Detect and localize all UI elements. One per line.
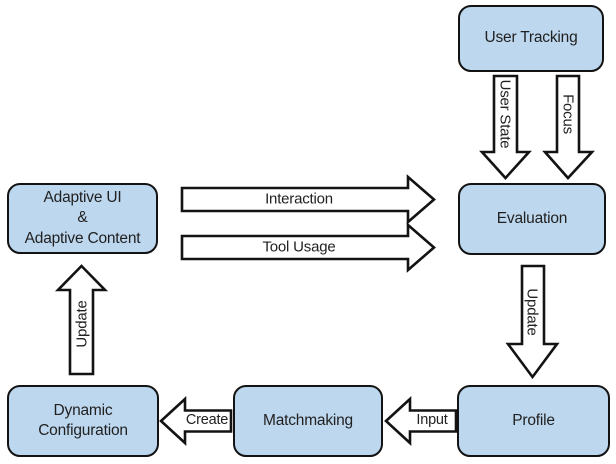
dynamic-configuration-label-line1: Dynamic <box>53 401 113 419</box>
profile-label: Profile <box>512 411 555 429</box>
adaptive-label-line1: Adaptive UI <box>43 188 122 206</box>
interaction-arrow <box>180 174 436 225</box>
profile-box: Profile <box>457 385 610 457</box>
evaluation-label: Evaluation <box>496 209 568 227</box>
adaptive-box: Adaptive UI & Adaptive Content <box>7 183 158 254</box>
update-to-profile-arrow <box>505 264 560 380</box>
input-arrow <box>384 396 458 446</box>
user-tracking-box: User Tracking <box>458 5 604 72</box>
user-state-arrow-label: User State <box>496 79 514 149</box>
tool-usage-arrow <box>180 222 436 273</box>
create-arrow-label: Create <box>185 412 229 428</box>
evaluation-box: Evaluation <box>458 183 606 255</box>
update-to-adaptive-arrow <box>54 264 109 376</box>
focus-arrow <box>542 74 595 180</box>
user-state-arrow <box>479 74 532 180</box>
tool-usage-arrow-label: Tool Usage <box>262 238 336 256</box>
user-tracking-label: User Tracking <box>484 29 578 47</box>
interaction-arrow-label: Interaction <box>265 190 333 208</box>
input-arrow-label: Input <box>416 412 448 428</box>
dynamic-configuration-box: Dynamic Configuration <box>7 385 159 457</box>
adaptive-label-line2: & <box>77 209 88 227</box>
update-to-profile-arrow-label: Update <box>523 288 541 336</box>
focus-arrow-label: Focus <box>559 94 577 134</box>
adaptive-label-line3: Adaptive Content <box>24 229 141 247</box>
matchmaking-label: Matchmaking <box>263 411 353 429</box>
dynamic-configuration-label-line2: Configuration <box>38 422 128 439</box>
matchmaking-box: Matchmaking <box>233 385 383 457</box>
update-to-adaptive-arrow-label: Update <box>73 300 91 348</box>
create-arrow <box>159 396 233 446</box>
